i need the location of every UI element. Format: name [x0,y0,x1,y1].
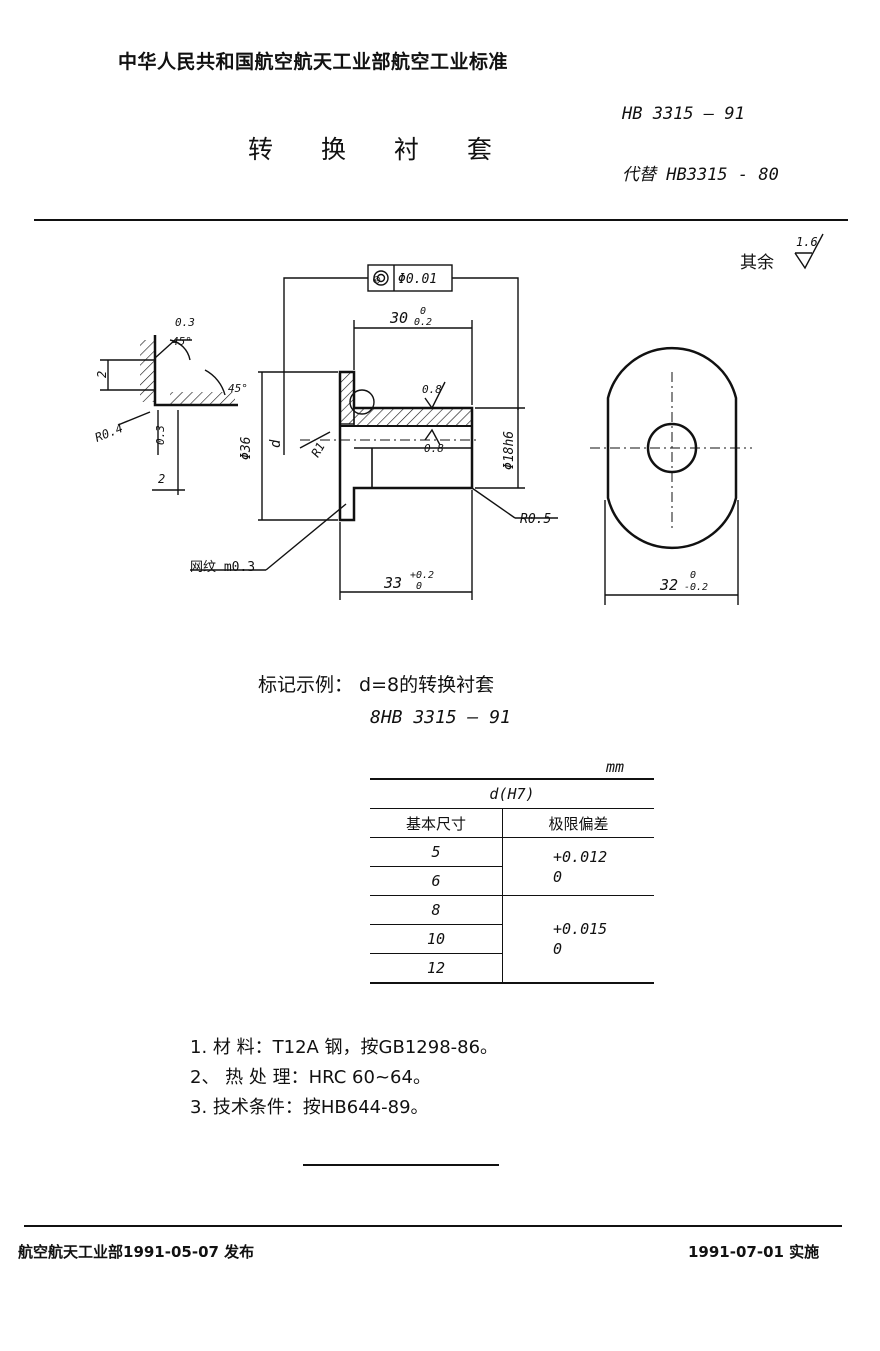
dia-outer: Φ18h6 [502,431,517,470]
table-row: 10 [370,924,503,954]
deviation-1-upper: +0.012 [553,847,608,866]
table-group-header: d(H7) [489,785,535,803]
detail-03-vertical: 0.3 [154,425,167,445]
footer-divider [24,1225,842,1227]
dia-bore: d [268,439,284,448]
dim-width: 32 [659,576,678,594]
knurl-label: 网纹 m0.3 [190,560,255,575]
tolerance-value: Φ0.01 [398,272,437,287]
deviation-1-lower: 0 [553,867,563,886]
dim-length: 30 [389,309,408,327]
col-basic-size: 基本尺寸 [370,808,503,838]
table-row: 5 [370,837,503,867]
roughness-value: 1.6 [796,235,818,249]
table-row: 12 [370,953,503,983]
chamfer-detail [100,335,238,495]
radius-04: R0.4 [93,421,125,445]
replaces-standard: 代替 HB3315 - 80 [622,165,779,185]
page-title: 转 换 衬 套 [248,135,512,164]
dim-length-up: 0 [420,306,426,317]
detail-45a: 45° [172,335,192,348]
roughness-symbol-icon [794,233,824,270]
dim-total-low: 0 [416,581,422,592]
marking-example: 8HB 3315 — 91 [370,707,511,728]
table-row: 8 [370,895,503,925]
dimension-table: d(H7) 基本尺寸 极限偏差 5 +0.012 0 6 8 +0.015 0 … [370,778,654,984]
technical-notes: 1. 材 料：T12A 钢，按GB1298-86。 2、 热 处 理：HRC 6… [190,1033,498,1123]
end-rule [303,1164,499,1166]
radius-05: R0.5 [520,512,551,527]
roughness-note: 其余 [740,253,774,273]
end-view [590,346,752,605]
note-heat-treatment: 2、 热 处 理：HRC 60~64。 [190,1067,431,1088]
deviation-cell-2: +0.015 0 [502,895,654,984]
dim-length-low: 0.2 [414,317,432,328]
detail-45b: 45° [228,382,248,395]
deviation-cell-1: +0.012 0 [502,837,654,896]
issued-date: 航空航天工业部1991-05-07 发布 [18,1243,255,1261]
deviation-2-upper: +0.015 [553,920,608,938]
col-limit-deviation: 极限偏差 [548,814,609,833]
dim-width-up: 0 [690,570,696,581]
tolerance-symbol-icon: ◎ [373,272,380,286]
dia-flange: Φ36 [239,436,254,460]
header-divider [34,219,848,221]
table-row: 6 [370,866,503,896]
radius-1: R1 [308,440,327,460]
note-material: 1. 材 料：T12A 钢，按GB1298-86。 [190,1037,499,1058]
marking-label: 标记示例： d=8的转换衬套 [258,674,495,696]
org-header: 中华人民共和国航空航天工业部航空工业标准 [118,51,509,73]
dim-total: 33 [383,574,402,592]
detail-03-top: 0.3 [175,316,195,329]
detail-2-vertical: 2 [95,371,109,378]
detail-2-horizontal: 2 [158,472,165,486]
bushing-section [190,320,558,600]
table-unit: mm [606,758,625,776]
rough-08-bore: 0.8 [424,442,444,455]
dim-total-up: +0.2 [410,570,434,581]
rough-08-top: 0.8 [422,383,442,396]
standard-number: HB 3315 — 91 [622,104,745,124]
note-technical-conditions: 3. 技术条件：按HB644-89。 [190,1097,429,1118]
effective-date: 1991-07-01 实施 [688,1243,820,1261]
deviation-2-lower: 0 [553,940,563,958]
dim-width-low: -0.2 [684,582,708,593]
technical-drawing: 其余 1.6 ◎ Φ0.01 30 0 0.2 33 +0.2 0 32 0 -… [93,233,824,605]
